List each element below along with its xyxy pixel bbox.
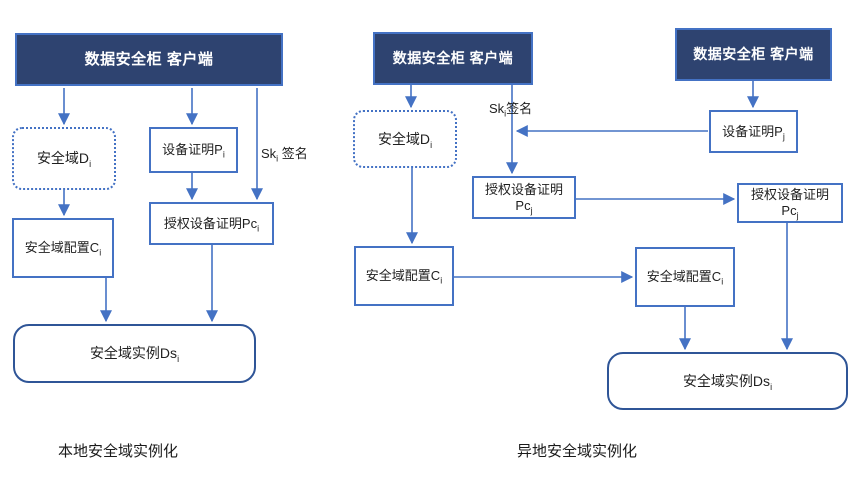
local-sk-signature-label: Ski 签名 — [261, 146, 308, 164]
local-client-header: 数据安全柜 客户端 — [15, 33, 283, 86]
remote-auth-device-cert-b-box: 授权设备证明 Pcj — [737, 183, 843, 223]
local-domain-instance-box: 安全域实例Dsi — [13, 324, 256, 383]
remote-security-domain-label: 安全域Di — [377, 130, 433, 150]
local-auth-device-cert-label: 授权设备证明Pci — [163, 215, 260, 234]
remote-sk-signature-label: Ski签名 — [489, 101, 533, 119]
local-domain-config-label: 安全域配置Ci — [24, 240, 102, 258]
local-security-domain-label: 安全域Di — [36, 150, 92, 169]
local-security-domain-box: 安全域Di — [12, 127, 116, 190]
remote-caption: 异地安全域实例化 — [517, 443, 638, 460]
remote-auth-device-cert-a-line1: 授权设备证明 — [484, 181, 563, 197]
local-device-cert-box: 设备证明Pi — [149, 127, 238, 173]
remote-domain-config-b-label: 安全域配置Ci — [646, 269, 724, 287]
local-domain-config-box: 安全域配置Ci — [12, 218, 114, 278]
remote-auth-device-cert-b-line1: 授权设备证明 — [750, 187, 829, 203]
remote-client-j-header-label: 数据安全柜 客户端 — [693, 46, 814, 63]
remote-domain-config-a-label: 安全域配置Ci — [365, 268, 443, 286]
local-device-cert-label: 设备证明Pi — [162, 142, 225, 160]
remote-domain-config-a-box: 安全域配置Ci — [354, 246, 454, 306]
remote-device-cert-box: 设备证明Pj — [709, 110, 798, 153]
local-auth-device-cert-box: 授权设备证明Pci — [149, 202, 274, 245]
remote-security-domain-box: 安全域Di — [353, 110, 457, 168]
remote-client-j-header: 数据安全柜 客户端 — [675, 28, 832, 81]
remote-domain-instance-label: 安全域实例Dsi — [682, 372, 773, 392]
remote-client-i-header-label: 数据安全柜 客户端 — [392, 50, 514, 67]
remote-domain-config-b-box: 安全域配置Ci — [635, 247, 735, 307]
remote-auth-device-cert-a-box: 授权设备证明 Pcj — [472, 176, 576, 219]
local-client-header-label: 数据安全柜 客户端 — [84, 50, 214, 68]
local-domain-instance-label: 安全域实例Dsi — [89, 345, 180, 364]
local-caption: 本地安全域实例化 — [58, 443, 179, 460]
remote-auth-device-cert-b-line2: Pcj — [781, 203, 799, 221]
remote-device-cert-label: 设备证明Pj — [722, 123, 785, 142]
remote-auth-device-cert-a-line2: Pcj — [515, 197, 533, 216]
remote-domain-instance-box: 安全域实例Dsi — [607, 352, 848, 410]
remote-client-i-header: 数据安全柜 客户端 — [373, 32, 533, 85]
